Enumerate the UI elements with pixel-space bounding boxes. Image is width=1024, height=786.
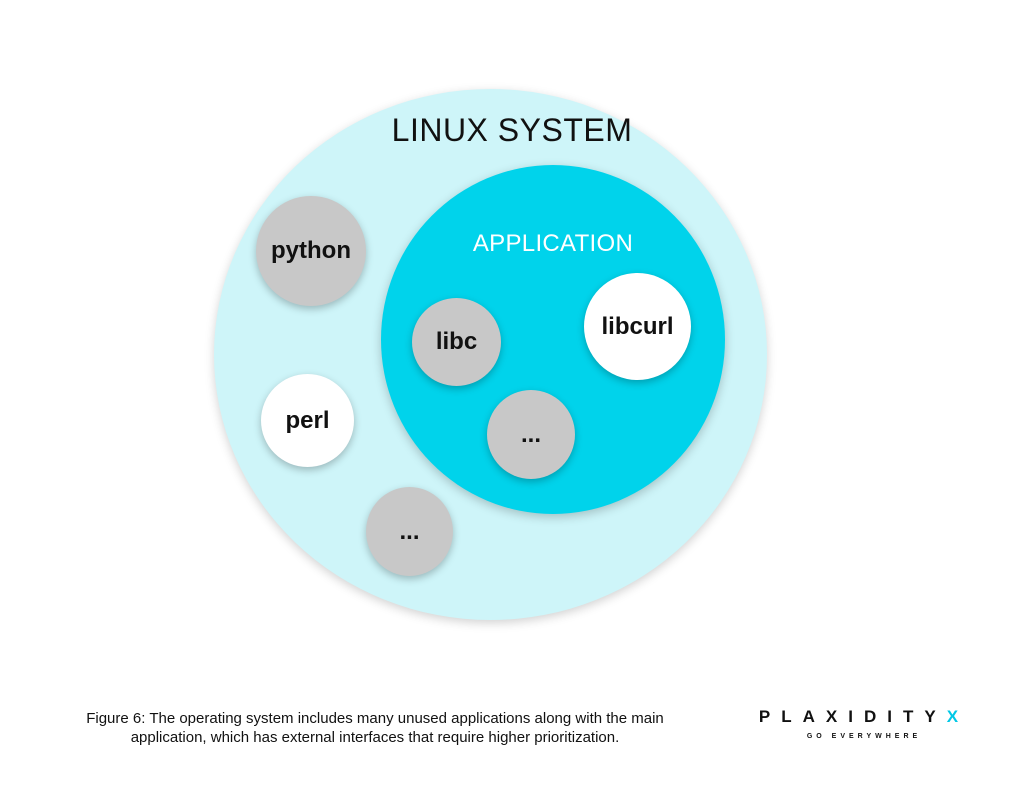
caption-text: : The operating system includes many unu…: [130, 710, 664, 746]
figure-label: Figure 6: [86, 710, 142, 727]
libcurl-node: libcurl: [584, 273, 691, 380]
logo-tagline: GO EVERYWHERE: [806, 733, 922, 740]
other-system-app-label: ...: [399, 517, 420, 545]
logo-wordmark: PLAXIDITYX: [753, 707, 975, 727]
other-library-label: ...: [520, 420, 541, 448]
libcurl-label: libcurl: [601, 312, 674, 340]
linux-system-title: LINUX SYSTEM: [391, 112, 633, 148]
libc-label: libc: [435, 328, 478, 355]
application-title: APPLICATION: [472, 230, 634, 257]
other-system-app-node: ...: [366, 487, 453, 576]
plaxidityx-logo: PLAXIDITYX GO EVERYWHERE: [753, 707, 975, 740]
libc-node: libc: [412, 298, 501, 386]
python-label: python: [271, 237, 351, 264]
python-node: python: [256, 196, 366, 306]
logo-main-text: PLAXIDITY: [758, 707, 947, 726]
other-library-node: ...: [487, 390, 575, 479]
figure-caption: Figure 6: The operating system includes …: [60, 709, 690, 747]
perl-node: perl: [261, 374, 354, 467]
perl-label: perl: [285, 406, 330, 434]
logo-accent-text: X: [946, 707, 970, 726]
